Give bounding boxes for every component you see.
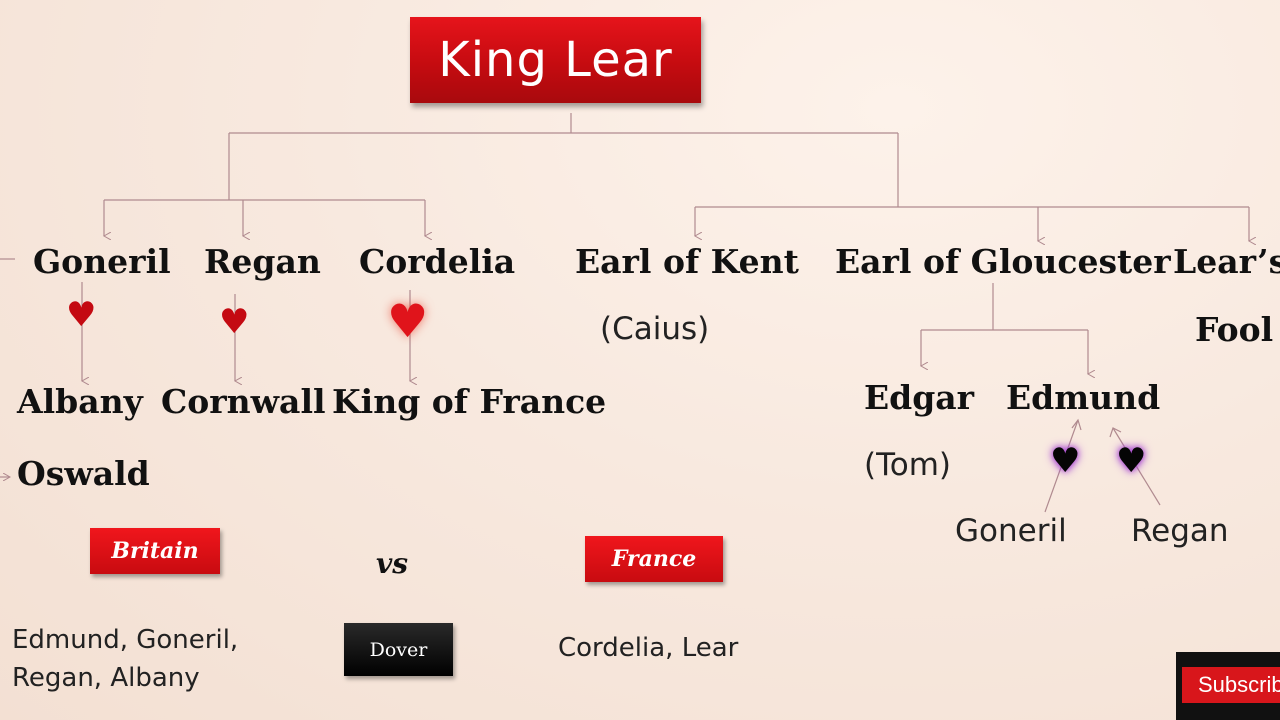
britain-members: Edmund, Goneril, Regan, Albany bbox=[12, 621, 238, 697]
subscribe-button[interactable]: Subscribe bbox=[1182, 667, 1280, 703]
heart-icon: ♥ bbox=[66, 295, 97, 335]
node-cornwall: Cornwall bbox=[161, 382, 326, 421]
heart-icon: ♥ bbox=[387, 294, 429, 348]
node-edgar-alias: (Tom) bbox=[864, 447, 952, 483]
dover-label: Dover bbox=[344, 623, 453, 676]
node-lears-fool-line2: Fool bbox=[1195, 310, 1274, 349]
britain-members-line1: Edmund, Goneril, bbox=[12, 625, 239, 655]
dover-label-text: Dover bbox=[369, 638, 428, 661]
britain-label-text: Britain bbox=[111, 538, 199, 564]
node-oswald: Oswald bbox=[17, 454, 150, 493]
node-albany: Albany bbox=[17, 382, 143, 421]
node-lears-fool-line1: Lear’s bbox=[1173, 242, 1280, 281]
node-edmund-lover-goneril: Goneril bbox=[955, 513, 1067, 549]
black-heart-icon: ♥ bbox=[1116, 441, 1147, 481]
node-earl-of-gloucester: Earl of Gloucester bbox=[835, 242, 1171, 281]
france-label-text: France bbox=[611, 546, 697, 572]
title-box: King Lear bbox=[410, 17, 701, 103]
node-edmund-lover-regan: Regan bbox=[1131, 513, 1229, 549]
france-label: France bbox=[585, 536, 723, 582]
node-edgar: Edgar bbox=[864, 378, 975, 417]
black-heart-icon: ♥ bbox=[1050, 441, 1081, 481]
node-kent-alias: (Caius) bbox=[600, 311, 710, 347]
britain-members-line2: Regan, Albany bbox=[12, 663, 200, 693]
heart-icon: ♥ bbox=[219, 302, 250, 342]
node-regan: Regan bbox=[204, 242, 321, 281]
france-members: Cordelia, Lear bbox=[558, 633, 739, 663]
page-title: King Lear bbox=[438, 32, 673, 88]
node-cordelia: Cordelia bbox=[359, 242, 516, 281]
node-king-of-france: King of France bbox=[332, 382, 607, 421]
node-edmund: Edmund bbox=[1006, 378, 1161, 417]
node-earl-of-kent: Earl of Kent bbox=[575, 242, 799, 281]
vs-label: vs bbox=[376, 547, 409, 580]
britain-label: Britain bbox=[90, 528, 220, 574]
node-goneril: Goneril bbox=[33, 242, 171, 281]
